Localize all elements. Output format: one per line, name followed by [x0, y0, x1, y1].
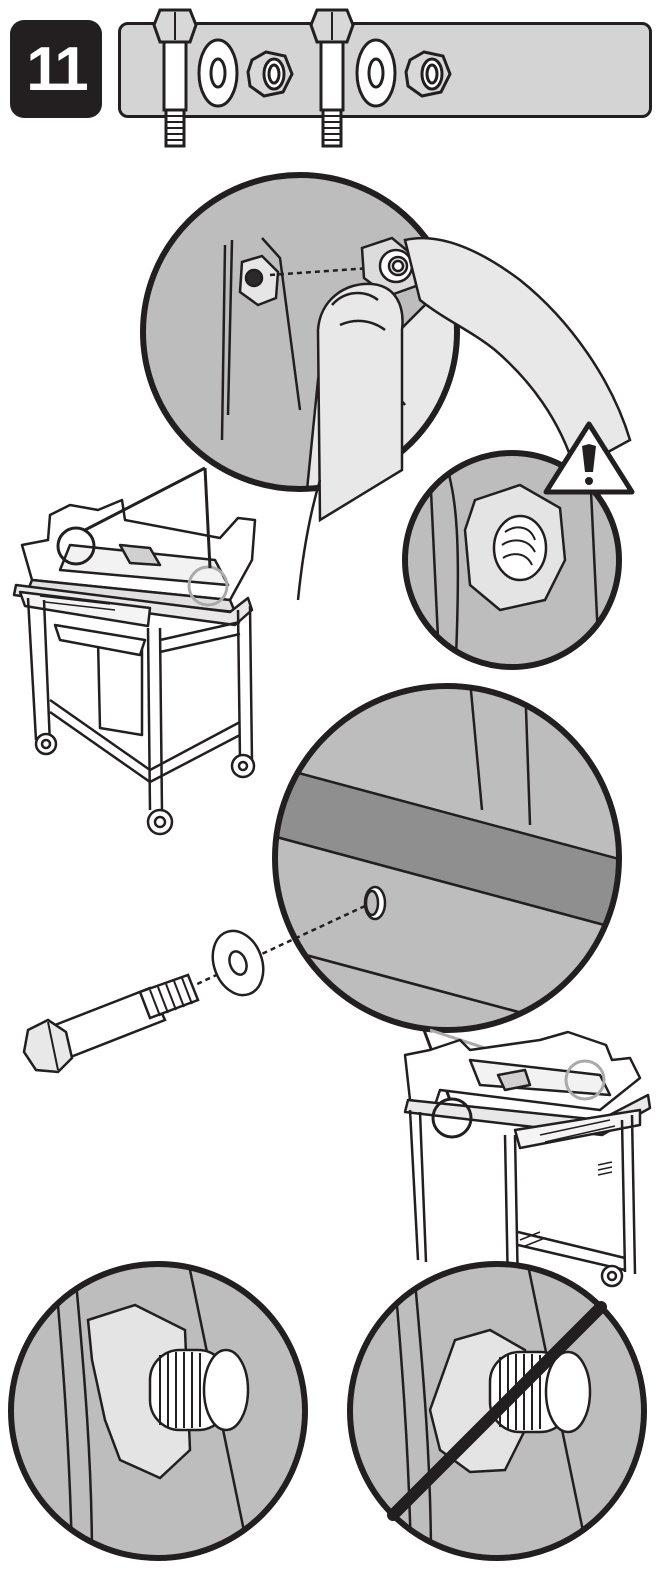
bolt-icon [22, 973, 200, 1074]
washer-icon [197, 38, 239, 108]
grill-overview-right [403, 1028, 652, 1293]
prohibited-slash-icon [387, 1301, 607, 1521]
nut-icon [404, 50, 452, 98]
washer-icon [355, 38, 397, 108]
correct-installation-detail [8, 1261, 308, 1561]
incorrect-installation-detail [347, 1261, 647, 1561]
bolt-insertion-parts [22, 904, 366, 1074]
nut-placement-detail [140, 172, 632, 601]
step-number-badge: 11 [10, 20, 102, 118]
warning-triangle-icon [543, 421, 635, 495]
parts-set-1 [152, 8, 452, 148]
bolt-icon [309, 8, 355, 148]
step-number: 11 [26, 34, 89, 104]
nut-orientation-warning-detail [402, 450, 622, 670]
bolt-insertion-detail [272, 683, 622, 1033]
nut-icon [246, 50, 294, 98]
washer-icon [211, 929, 265, 997]
grill-overview-left [12, 466, 257, 836]
bolt-icon [152, 8, 198, 148]
